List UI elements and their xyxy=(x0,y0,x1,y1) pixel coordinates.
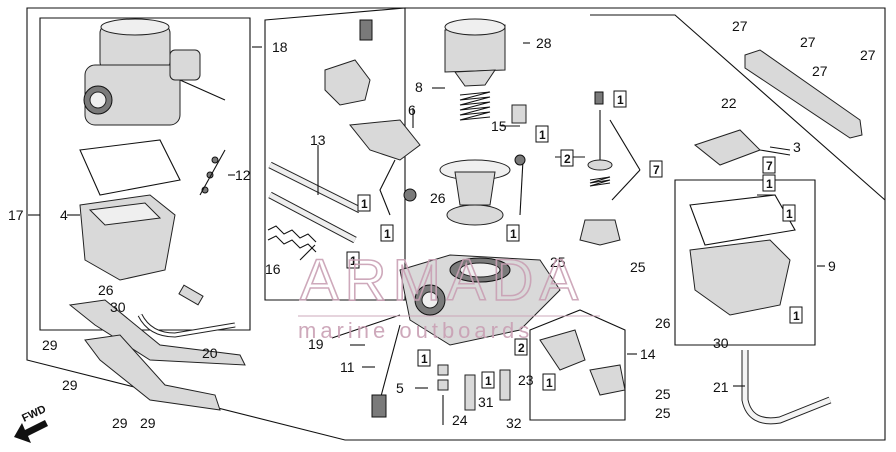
callout-4: 4 xyxy=(60,207,68,223)
spring-16 xyxy=(267,225,317,253)
callout-19: 19 xyxy=(308,336,324,352)
callout-20: 20 xyxy=(202,345,218,361)
fwd-arrow xyxy=(14,420,48,443)
drain-tube-21 xyxy=(741,350,832,425)
fuel-tubes-13 xyxy=(268,161,362,244)
callout-14: 14 xyxy=(640,346,656,362)
callout-box-7-b: 7 xyxy=(766,159,773,173)
boxed-callouts: 1 1 1 1 1 1 1 1 1 1 1 2 2 7 7 1 xyxy=(346,90,803,391)
callout-26-a: 26 xyxy=(98,282,114,298)
top-bracket xyxy=(324,59,371,106)
callout-6: 6 xyxy=(408,102,416,118)
callout-16: 16 xyxy=(265,261,281,277)
callout-32: 32 xyxy=(506,415,522,431)
callout-box-1-a: 1 xyxy=(361,197,368,211)
callout-27-d: 27 xyxy=(812,63,828,79)
callout-box-1-c: 1 xyxy=(350,254,357,268)
pilot-screw-11 xyxy=(371,324,401,418)
float-bowl-left xyxy=(79,194,176,281)
callout-17: 17 xyxy=(8,207,24,223)
callout-31: 31 xyxy=(478,394,494,410)
callout-13: 13 xyxy=(310,132,326,148)
callout-box-1-d: 1 xyxy=(510,227,517,241)
callout-box-1-h: 1 xyxy=(766,177,773,191)
callout-8: 8 xyxy=(415,79,423,95)
mounting-bracket-left xyxy=(68,299,246,411)
callout-3: 3 xyxy=(793,139,801,155)
float-14 xyxy=(539,329,626,396)
callout-30-b: 30 xyxy=(713,335,729,351)
callout-21: 21 xyxy=(713,379,729,395)
callout-box-2-b: 2 xyxy=(518,341,525,355)
callout-box-1-g: 1 xyxy=(786,207,793,221)
needle-cap xyxy=(511,104,527,124)
carb-top-cap-8 xyxy=(444,18,506,87)
callout-27-b: 27 xyxy=(800,34,816,50)
watermark-brand: ARMADA xyxy=(300,248,584,313)
callout-box-1-j: 1 xyxy=(485,374,492,388)
leader-lines xyxy=(28,42,825,389)
callout-box-1-k: 1 xyxy=(546,376,553,390)
callout-25-d: 25 xyxy=(655,405,671,421)
callout-15: 15 xyxy=(491,118,507,134)
callout-box-2-a: 2 xyxy=(564,152,571,166)
callout-27-c: 27 xyxy=(860,47,876,63)
callout-25-b: 25 xyxy=(630,259,646,275)
top-bolt xyxy=(359,19,373,41)
rail-bar-27 xyxy=(744,49,863,139)
callout-28: 28 xyxy=(536,35,552,51)
callout-26-c: 26 xyxy=(655,315,671,331)
callout-box-1-l: 1 xyxy=(793,309,800,323)
carburetor-assembly-left xyxy=(83,18,226,126)
throttle-linkage-6 xyxy=(349,119,421,216)
callout-29-d: 29 xyxy=(140,415,156,431)
callout-29-b: 29 xyxy=(62,377,78,393)
callout-18: 18 xyxy=(272,39,288,55)
valve-assembly-7 xyxy=(579,91,621,246)
callout-24: 24 xyxy=(452,412,468,428)
jet-left xyxy=(178,284,204,306)
callout-5: 5 xyxy=(396,380,404,396)
callout-29-c: 29 xyxy=(112,415,128,431)
float-group-frame xyxy=(529,309,626,421)
callout-box-1-i: 1 xyxy=(421,352,428,366)
callout-30-a: 30 xyxy=(110,299,126,315)
watermark-tagline: marine outboards xyxy=(298,318,533,343)
callout-box-7-a: 7 xyxy=(653,163,660,177)
callout-11: 11 xyxy=(340,359,355,375)
callout-23: 23 xyxy=(518,372,534,388)
spring-15 xyxy=(459,91,491,121)
callout-box-1-e: 1 xyxy=(539,128,546,142)
jet-needle xyxy=(519,159,524,216)
float-bowl-right xyxy=(689,194,796,316)
main-jets xyxy=(437,364,511,425)
callout-27-a: 27 xyxy=(732,18,748,34)
callout-box-1-b: 1 xyxy=(384,227,391,241)
callout-9: 9 xyxy=(828,258,836,274)
callout-25-a: 25 xyxy=(550,254,566,270)
main-carburetor-body xyxy=(399,254,561,346)
callout-26-b: 26 xyxy=(430,190,446,206)
left-carb-group-frame xyxy=(39,17,251,331)
callout-22: 22 xyxy=(721,95,737,111)
vacuum-piston xyxy=(439,159,511,226)
center-left-group-frame xyxy=(264,7,406,301)
callout-box-1-f: 1 xyxy=(617,93,624,107)
number-callouts: 18 17 4 12 13 16 26 30 20 29 29 29 29 FW… xyxy=(8,18,876,431)
watermark: ARMADA marine outboards xyxy=(298,247,600,343)
outer-frame xyxy=(26,7,886,441)
screw-set-12 xyxy=(199,149,226,196)
callout-25-c: 25 xyxy=(655,386,671,402)
callout-29-a: 29 xyxy=(42,337,58,353)
float-bowl-gasket-left xyxy=(79,139,181,196)
choke-arm-3 xyxy=(693,129,791,166)
right-divider xyxy=(590,14,886,201)
callout-12: 12 xyxy=(235,167,251,183)
